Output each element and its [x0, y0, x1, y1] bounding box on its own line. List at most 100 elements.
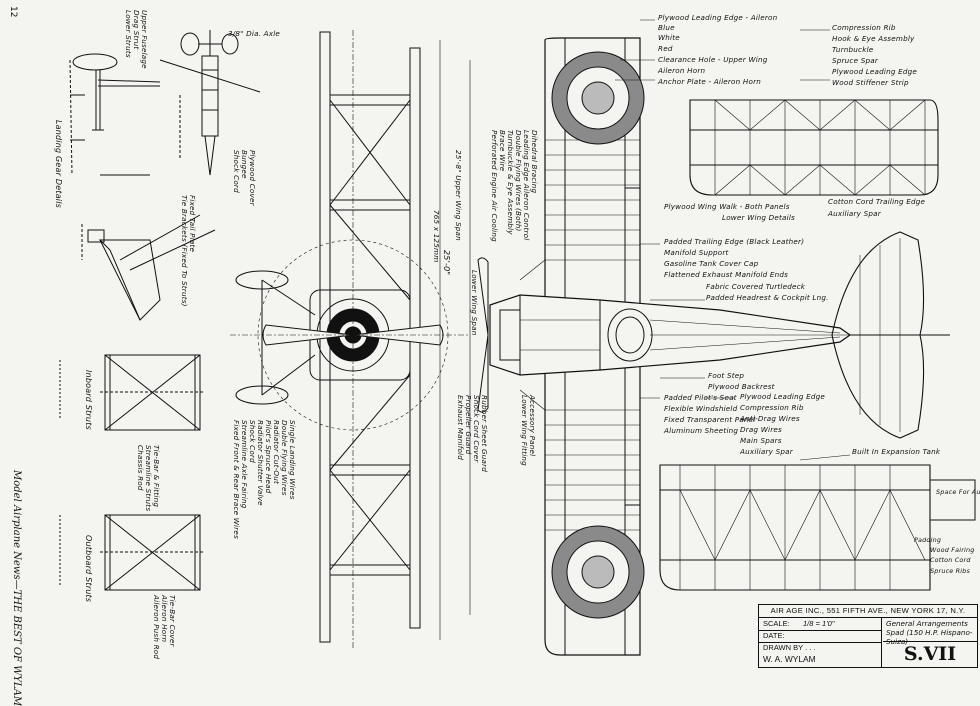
tank-callout-3: Wood Fairing	[930, 546, 975, 554]
center-callout-12: Lower Wing Fitting	[520, 395, 529, 466]
cp-callout-4: Flexible Windshield	[664, 404, 738, 413]
lw-callout-3: Auxiliary Spar	[828, 209, 881, 218]
tank-callout-5: Spruce Ribs	[930, 567, 971, 575]
mid-callout-6: Shock Cord	[248, 420, 257, 463]
cp-callout-1: Foot Step	[708, 371, 745, 380]
lg-callout-3: Lower Struts	[124, 10, 133, 58]
top-callout-7: Anchor Plate - Aileron Horn	[658, 77, 761, 86]
strut-callout-5: Aileron Horn	[160, 595, 169, 643]
uw-callout-7: Built In Expansion Tank	[852, 447, 941, 456]
mid-callout-2: Double Flying Wires	[280, 420, 289, 496]
strut-fitting-detail	[81, 214, 216, 321]
top-callout-5: Clearance Hole - Upper Wing	[658, 55, 768, 64]
title-block-divider	[881, 617, 882, 667]
landing-gear-details-title: Landing Gear Details	[54, 120, 63, 209]
rt-callout-6: Wood Stiffener Strip	[832, 78, 909, 87]
fus-callout-5: Fabric Covered Turtledeck	[706, 282, 806, 291]
strut-callout-4: Tie-Bar Cover	[168, 595, 177, 647]
center-callout-11: Accessory Panel	[528, 395, 537, 457]
publisher-line: AIR AGE INC., 551 FIFTH AVE., NEW YORK 1…	[759, 605, 977, 618]
page-number: 12	[8, 6, 18, 18]
lw-callout-2: Cotton Cord Trailing Edge	[828, 197, 926, 206]
lg-callout-8: Tie Brackets (Fixed To Struts)	[180, 195, 189, 307]
center-callout-5: Brace Wire	[498, 130, 507, 172]
inboard-struts-title: Inboard Struts	[84, 370, 93, 430]
drawn-by-name: W. A. WYLAM	[763, 654, 816, 664]
center-callout-4: Turnbuckle & Eye Assembly	[506, 130, 515, 235]
leader-lines	[615, 19, 851, 461]
center-callout-9: Propeller Guard	[464, 395, 473, 455]
front-view	[230, 30, 471, 650]
tank-callout-1: Space For Aux. Tank	[936, 488, 980, 496]
mid-callout-1: Single Landing Wires	[288, 420, 297, 500]
mid-callout-8: Fixed Front & Rear Brace Wires	[232, 420, 241, 539]
uw-callout-4: Drag Wires	[740, 425, 782, 434]
rt-callout-3: Turnbuckle	[832, 45, 874, 54]
tank-callout-4: Cotton Cord	[930, 556, 971, 564]
strut-callout-6: Aileron Push Rod	[152, 595, 161, 660]
strut-callout-3: Chassis Rod	[136, 445, 145, 491]
axle-dia-label: 3/8" Dia. Axle	[228, 29, 281, 38]
description-line-1: General Arrangements	[886, 619, 968, 628]
center-callout-10: Exhaust Manifold	[456, 395, 465, 461]
lg-callout-1: Upper Fuselage	[140, 10, 149, 69]
uw-callout-3: Anti-Drag Wires	[740, 414, 800, 423]
lower-wing-details-title: Lower Wing Details	[722, 213, 795, 222]
inboard-struts-detail	[59, 354, 205, 431]
mid-callout-3: Radiator Cut-Out	[272, 420, 281, 485]
lower-wing-detail	[689, 99, 939, 196]
strut-callout-2: Streamline Struts	[144, 445, 153, 512]
scale-label: SCALE:	[763, 619, 790, 628]
cp-callout-2: Plywood Backrest	[708, 382, 775, 391]
center-callout-2: Leading Edge Aileron Control	[522, 130, 531, 241]
lg-callout-2: Drag Strut	[132, 10, 141, 50]
lg-callout-4: Plywood Cover	[248, 150, 257, 206]
uw-callout-1: Plywood Leading Edge	[740, 392, 825, 401]
fus-callout-4: Flattened Exhaust Manifold Ends	[664, 270, 789, 279]
center-callout-3: Double Flying Wires (Both)	[514, 130, 523, 232]
center-callout-7: Rubber Sheet Guard	[480, 395, 489, 473]
rt-callout-2: Hook & Eye Assembly	[832, 34, 915, 43]
fus-callout-2: Manifold Support	[664, 248, 729, 257]
cp-callout-5: Fixed Transparent Panel	[664, 415, 756, 424]
lw-callout-1: Plywood Wing Walk - Both Panels	[664, 202, 790, 211]
lg-callout-5: Bungee	[240, 150, 249, 179]
lg-callout-6: Shock Cord	[232, 150, 241, 193]
fus-callout-1: Padded Trailing Edge (Black Leather)	[664, 237, 805, 246]
magazine-title: Model Airplane News—THE BEST OF WYLAM	[11, 470, 22, 706]
rt-callout-1: Compression Rib	[832, 23, 896, 32]
uw-callout-6: Auxiliary Spar	[740, 447, 793, 456]
lg-callout-7: Fixed Tail Plate	[188, 195, 197, 253]
mid-callout-5: Radiator Shutter Valve	[256, 420, 265, 506]
lower-wing-span-label: Lower Wing Span	[470, 270, 479, 336]
uw-callout-5: Main Spars	[740, 436, 782, 445]
tank-callout-2: Padding	[914, 536, 942, 544]
top-callout-1: Plywood Leading Edge - Aileron	[658, 13, 778, 22]
mid-callout-7: Streamline Axle Fairing	[240, 420, 249, 509]
center-callout-6: Perforated Engine Air Cooling	[490, 130, 499, 242]
strut-callout-1: Tie-Bar & Fitting	[152, 445, 161, 508]
date-label: DATE:	[763, 631, 785, 640]
upper-wing-detail	[659, 464, 976, 591]
center-callout-1: Dihedral Bracing	[530, 130, 539, 194]
fus-callout-6: Padded Headrest & Cockpit Lng.	[706, 293, 829, 302]
center-callout-8: Shock Cord Cover	[472, 395, 481, 463]
wheel-size-label: 765 x 125mm	[432, 210, 441, 263]
uw-callout-2: Compression Rib	[740, 403, 804, 412]
cp-callout-3: Padded Pilot's Seat	[664, 393, 737, 402]
top-callout-3: White	[658, 33, 680, 42]
title-block: AIR AGE INC., 551 FIFTH AVE., NEW YORK 1…	[758, 604, 978, 668]
landing-gear-detail	[69, 53, 161, 176]
model-designation: S.VII	[883, 641, 977, 666]
plan-view	[477, 37, 950, 656]
top-callout-4: Red	[658, 44, 673, 53]
scale-value: 1/8 = 1'0"	[803, 619, 835, 628]
lower-span-dim: 25'-8" Upper Wing Span	[454, 150, 463, 241]
drawn-by-label: DRAWN BY . . .	[763, 643, 816, 652]
cp-callout-6: Aluminum Sheeting	[664, 426, 739, 435]
rt-callout-4: Spruce Spar	[832, 56, 878, 65]
upper-span-dim: 25'-0"	[442, 250, 451, 276]
outboard-struts-detail	[59, 514, 205, 591]
top-callout-2: Blue	[658, 23, 675, 32]
top-callout-6: Aileron Horn	[658, 66, 706, 75]
